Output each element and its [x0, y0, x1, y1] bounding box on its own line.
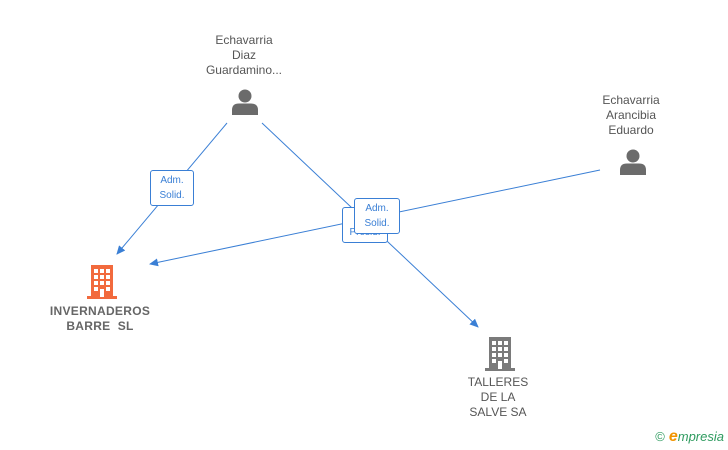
- company-name-line: SALVE SA: [469, 405, 527, 419]
- edge-role-line: Solid.: [159, 190, 185, 201]
- company-name-line: TALLERES: [467, 375, 529, 389]
- person-name-line: Diaz: [231, 48, 256, 62]
- brand-name: mpresia: [677, 429, 724, 444]
- building-icon[interactable]: [485, 335, 515, 371]
- building-icon[interactable]: [87, 263, 117, 299]
- company-name-line: INVERNADEROS: [49, 304, 151, 318]
- empresia-watermark: ©empresia: [655, 428, 724, 446]
- person-name-echavarria-diaz[interactable]: Echavarria Diaz Guardamino...: [186, 33, 302, 78]
- brand-initial: e: [668, 428, 678, 445]
- edge-role-line: Solid.: [364, 218, 390, 229]
- company-name-line: BARRE SL: [66, 319, 134, 333]
- person-name-line: Arancibia: [605, 108, 657, 122]
- person-icon[interactable]: [619, 148, 647, 176]
- edge-role-line: Adm.: [160, 175, 184, 186]
- edge-role-line: Adm.: [365, 203, 389, 214]
- person-name-line: Echavarria: [602, 93, 660, 107]
- company-name-talleres-de-la-salve[interactable]: TALLERES DE LA SALVE SA: [448, 375, 548, 420]
- person-name-line: Eduardo: [608, 123, 654, 137]
- edge-role-label[interactable]: Adm. Solid.: [150, 170, 194, 206]
- person-icon[interactable]: [231, 88, 259, 116]
- copyright-symbol: ©: [655, 429, 665, 444]
- person-name-line: Guardamino...: [205, 63, 283, 77]
- person-name-line: Echavarria: [215, 33, 273, 47]
- edge-role-label[interactable]: Adm. Solid.: [354, 198, 400, 234]
- company-name-line: DE LA: [480, 390, 516, 404]
- person-name-echavarria-arancibia[interactable]: Echavarria Arancibia Eduardo: [573, 93, 689, 138]
- company-name-invernaderos-barre[interactable]: INVERNADEROS BARRE SL: [40, 304, 160, 334]
